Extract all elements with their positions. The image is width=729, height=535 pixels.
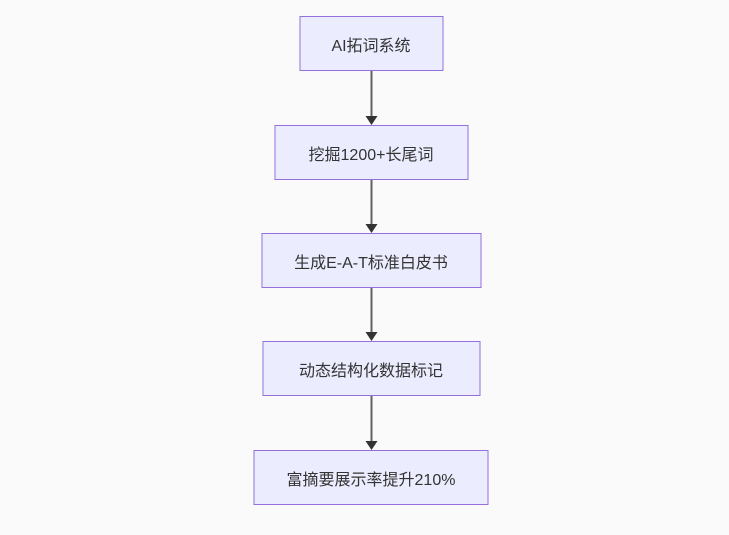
flow-node-longtail-mining: 挖掘1200+长尾词 [274, 125, 468, 180]
edge-line [370, 288, 372, 332]
flowchart-column: AI拓词系统 挖掘1200+长尾词 生成E-A-T标准白皮书 动态结构化数据标记 [253, 16, 489, 505]
flow-node-rich-snippet-uplift: 富摘要展示率提升210% [253, 450, 489, 505]
flow-edge-3 [365, 288, 377, 341]
flow-node-label: AI拓词系统 [331, 37, 411, 55]
flow-node-ai-keyword-system: AI拓词系统 [299, 16, 443, 71]
edge-line [370, 396, 372, 441]
edge-line [370, 180, 372, 224]
flow-node-structured-data-markup: 动态结构化数据标记 [262, 341, 480, 396]
edge-line [370, 71, 372, 116]
flow-node-label: 生成E-A-T标准白皮书 [294, 254, 448, 272]
flow-edge-1 [365, 71, 377, 125]
flow-node-eat-whitepaper: 生成E-A-T标准白皮书 [261, 233, 481, 288]
arrowhead-down-icon [365, 441, 377, 450]
arrowhead-down-icon [365, 332, 377, 341]
flow-edge-2 [365, 180, 377, 233]
flow-node-label: 动态结构化数据标记 [298, 362, 443, 380]
flow-node-label: 挖掘1200+长尾词 [308, 146, 434, 164]
arrowhead-down-icon [365, 116, 377, 125]
arrowhead-down-icon [365, 224, 377, 233]
flow-edge-4 [365, 396, 377, 450]
flow-node-label: 富摘要展示率提升210% [286, 471, 456, 489]
